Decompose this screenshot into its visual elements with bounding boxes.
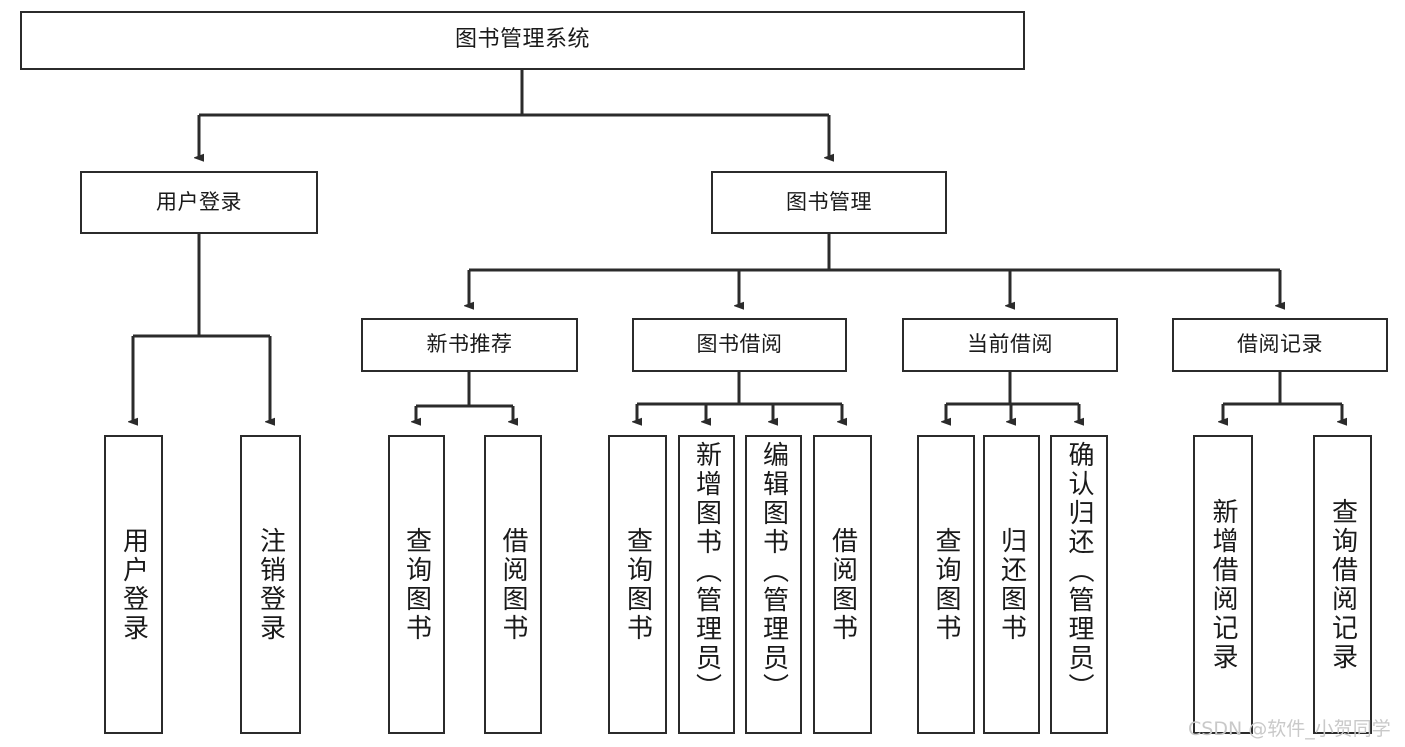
- leaf-query-book-recommend[interactable]: 查询图书: [388, 435, 445, 734]
- leaf-add-book-admin[interactable]: 新增图书（管理员）: [678, 435, 735, 734]
- leaf-user-login-label: 用户登录: [118, 526, 149, 643]
- node-book-management-label: 图书管理: [786, 189, 872, 214]
- node-root[interactable]: 图书管理系统: [20, 11, 1025, 70]
- leaf-add-borrow-record-label: 新增借阅记录: [1208, 497, 1238, 672]
- node-book-borrow[interactable]: 图书借阅: [632, 318, 847, 372]
- leaf-query-borrow-record[interactable]: 查询借阅记录: [1313, 435, 1372, 734]
- leaf-query-book-borrow[interactable]: 查询图书: [608, 435, 667, 734]
- leaf-confirm-return-admin[interactable]: 确认归还（管理员）: [1050, 435, 1108, 734]
- node-book-borrow-label: 图书借阅: [696, 332, 783, 357]
- leaf-borrow-book-borrow[interactable]: 借阅图书: [813, 435, 872, 734]
- node-borrow-record[interactable]: 借阅记录: [1172, 318, 1388, 372]
- leaf-borrow-book-borrow-label: 借阅图书: [827, 526, 858, 643]
- leaf-user-logout[interactable]: 注销登录: [240, 435, 301, 734]
- node-root-label: 图书管理系统: [454, 27, 590, 53]
- node-new-book-recommend[interactable]: 新书推荐: [361, 318, 578, 372]
- leaf-query-book-recommend-label: 查询图书: [401, 526, 432, 643]
- node-new-book-recommend-label: 新书推荐: [426, 332, 513, 357]
- leaf-confirm-return-admin-label: 确认归还（管理员）: [1064, 441, 1094, 702]
- leaf-borrow-book-recommend-label: 借阅图书: [498, 526, 528, 643]
- leaf-return-book-label: 归还图书: [996, 526, 1027, 643]
- leaf-edit-book-admin[interactable]: 编辑图书（管理员）: [745, 435, 802, 734]
- node-current-borrow[interactable]: 当前借阅: [902, 318, 1118, 372]
- leaf-user-logout-label: 注销登录: [255, 526, 286, 643]
- leaf-query-book-current-label: 查询图书: [931, 526, 961, 643]
- node-borrow-record-label: 借阅记录: [1237, 332, 1323, 357]
- node-user-login-label: 用户登录: [156, 189, 242, 214]
- leaf-add-book-admin-label: 新增图书（管理员）: [691, 441, 722, 702]
- node-book-management[interactable]: 图书管理: [711, 171, 947, 234]
- leaf-add-borrow-record[interactable]: 新增借阅记录: [1193, 435, 1253, 734]
- csdn-watermark: CSDN @软件_小贺同学: [1188, 718, 1391, 740]
- leaf-user-login[interactable]: 用户登录: [104, 435, 163, 734]
- leaf-borrow-book-recommend[interactable]: 借阅图书: [484, 435, 542, 734]
- leaf-return-book[interactable]: 归还图书: [983, 435, 1040, 734]
- node-user-login[interactable]: 用户登录: [80, 171, 318, 234]
- leaf-query-borrow-record-label: 查询借阅记录: [1327, 497, 1358, 672]
- leaf-edit-book-admin-label: 编辑图书（管理员）: [758, 441, 789, 702]
- node-current-borrow-label: 当前借阅: [967, 332, 1053, 357]
- leaf-query-book-borrow-label: 查询图书: [622, 526, 653, 643]
- leaf-query-book-current[interactable]: 查询图书: [917, 435, 975, 734]
